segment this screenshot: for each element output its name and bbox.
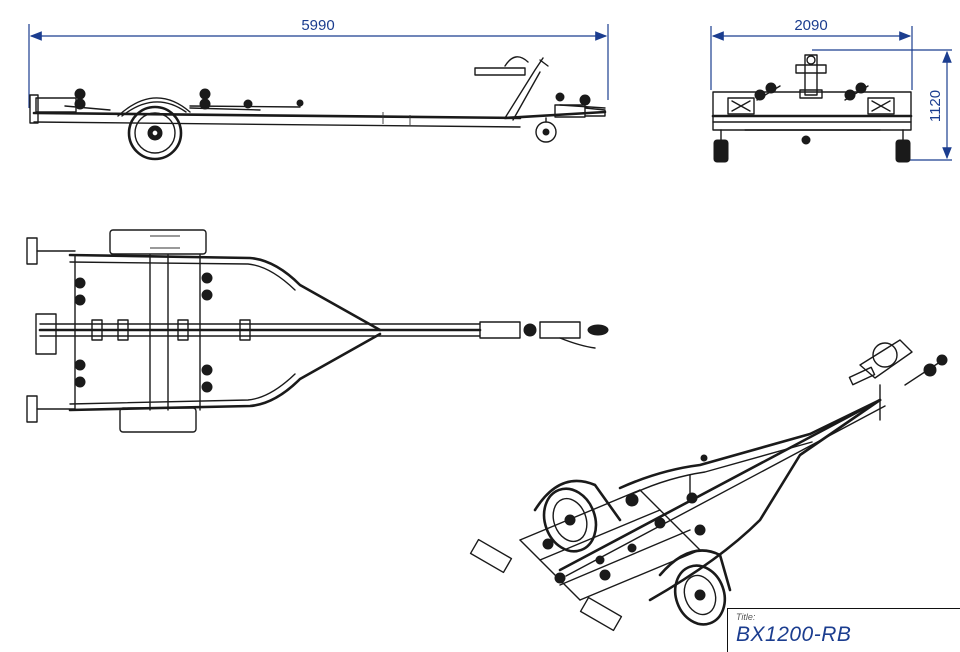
title-label: Title: xyxy=(736,612,756,622)
isometric-view xyxy=(469,339,948,632)
dimension-length: 5990 xyxy=(28,17,609,108)
dimension-width-label: 2090 xyxy=(794,17,827,34)
dimension-height-label: 1120 xyxy=(927,90,944,122)
title-block: Title: BX1200-RB xyxy=(727,608,960,652)
side-view: 5990 xyxy=(28,17,609,161)
dimension-width: 2090 xyxy=(710,17,913,90)
top-view xyxy=(26,229,609,433)
rear-view: 2090 1120 xyxy=(710,17,952,163)
model-title: BX1200-RB xyxy=(736,623,852,646)
dimension-length-label: 5990 xyxy=(301,17,334,34)
